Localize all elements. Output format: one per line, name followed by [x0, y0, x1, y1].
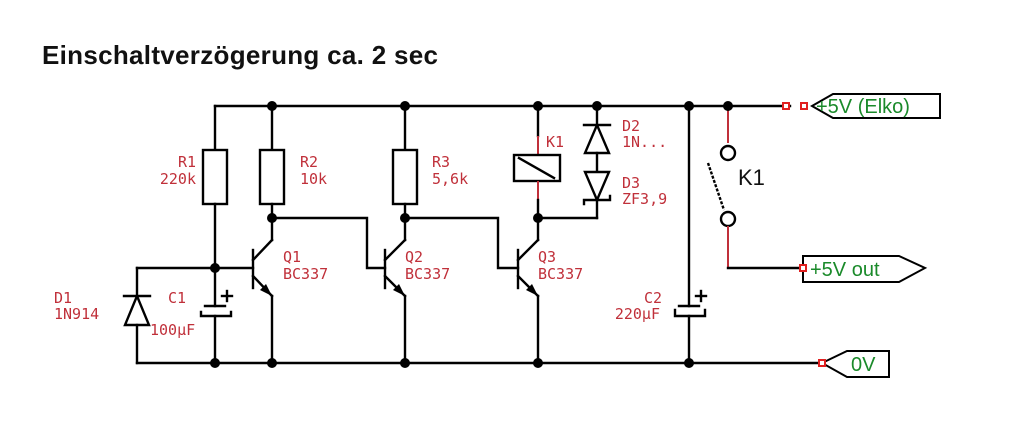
transistor-q1[interactable] — [251, 216, 274, 365]
c1-ref: C1 — [168, 289, 186, 307]
d1-value: 1N914 — [54, 305, 99, 323]
k1-contact-ref: K1 — [738, 165, 765, 190]
resistor-r3[interactable] — [391, 104, 419, 220]
r3-ref: R3 — [432, 153, 450, 171]
q2-value: BC337 — [405, 265, 450, 283]
q3-value: BC337 — [538, 265, 583, 283]
d1-ref: D1 — [54, 289, 72, 307]
schematic-title: Einschaltverzögerung ca. 2 sec — [42, 40, 439, 70]
r1-value: 220k — [160, 170, 196, 188]
port-gnd-label: 0V — [851, 354, 876, 376]
transistor-q2[interactable] — [383, 216, 407, 365]
transistor-q3[interactable] — [516, 216, 540, 365]
r2-value: 10k — [300, 170, 327, 188]
c1-value: 100µF — [150, 321, 195, 339]
q1-value: BC337 — [283, 265, 328, 283]
c2-value: 220µF — [615, 305, 660, 323]
wire-q2c-q3b — [403, 216, 520, 270]
port-gnd[interactable]: 0V — [818, 350, 890, 378]
diode-d1[interactable] — [122, 266, 152, 365]
d2-value: 1N... — [622, 133, 667, 151]
relay-contact-k1[interactable] — [706, 106, 806, 270]
k1-coil-ref: K1 — [546, 133, 564, 151]
r3-value: 5,6k — [432, 170, 468, 188]
c2-ref: C2 — [644, 289, 662, 307]
wire-q1c-q2b — [270, 216, 387, 270]
d2-ref: D2 — [622, 117, 640, 135]
q2-ref: Q2 — [405, 248, 423, 266]
zener-diode-d3[interactable] — [582, 170, 612, 220]
resistor-r1[interactable] — [201, 104, 229, 270]
relay-coil-k1[interactable] — [512, 104, 562, 220]
q3-ref: Q3 — [538, 248, 556, 266]
port-vin-label: +5V (Elko) — [816, 96, 910, 118]
port-vin[interactable]: +5V (Elko) — [782, 93, 941, 119]
capacitor-c1[interactable] — [199, 266, 234, 365]
r2-ref: R2 — [300, 153, 318, 171]
junctions — [210, 101, 733, 368]
d3-ref: D3 — [622, 174, 640, 192]
port-vout[interactable]: +5V out — [799, 255, 928, 283]
capacitor-c2[interactable] — [673, 104, 708, 365]
diode-d2[interactable] — [582, 104, 612, 174]
r1-ref: R1 — [178, 153, 196, 171]
resistor-r2[interactable] — [258, 104, 286, 220]
d3-value: ZF3,9 — [622, 190, 667, 208]
q1-ref: Q1 — [283, 248, 301, 266]
port-vout-label: +5V out — [810, 259, 880, 281]
